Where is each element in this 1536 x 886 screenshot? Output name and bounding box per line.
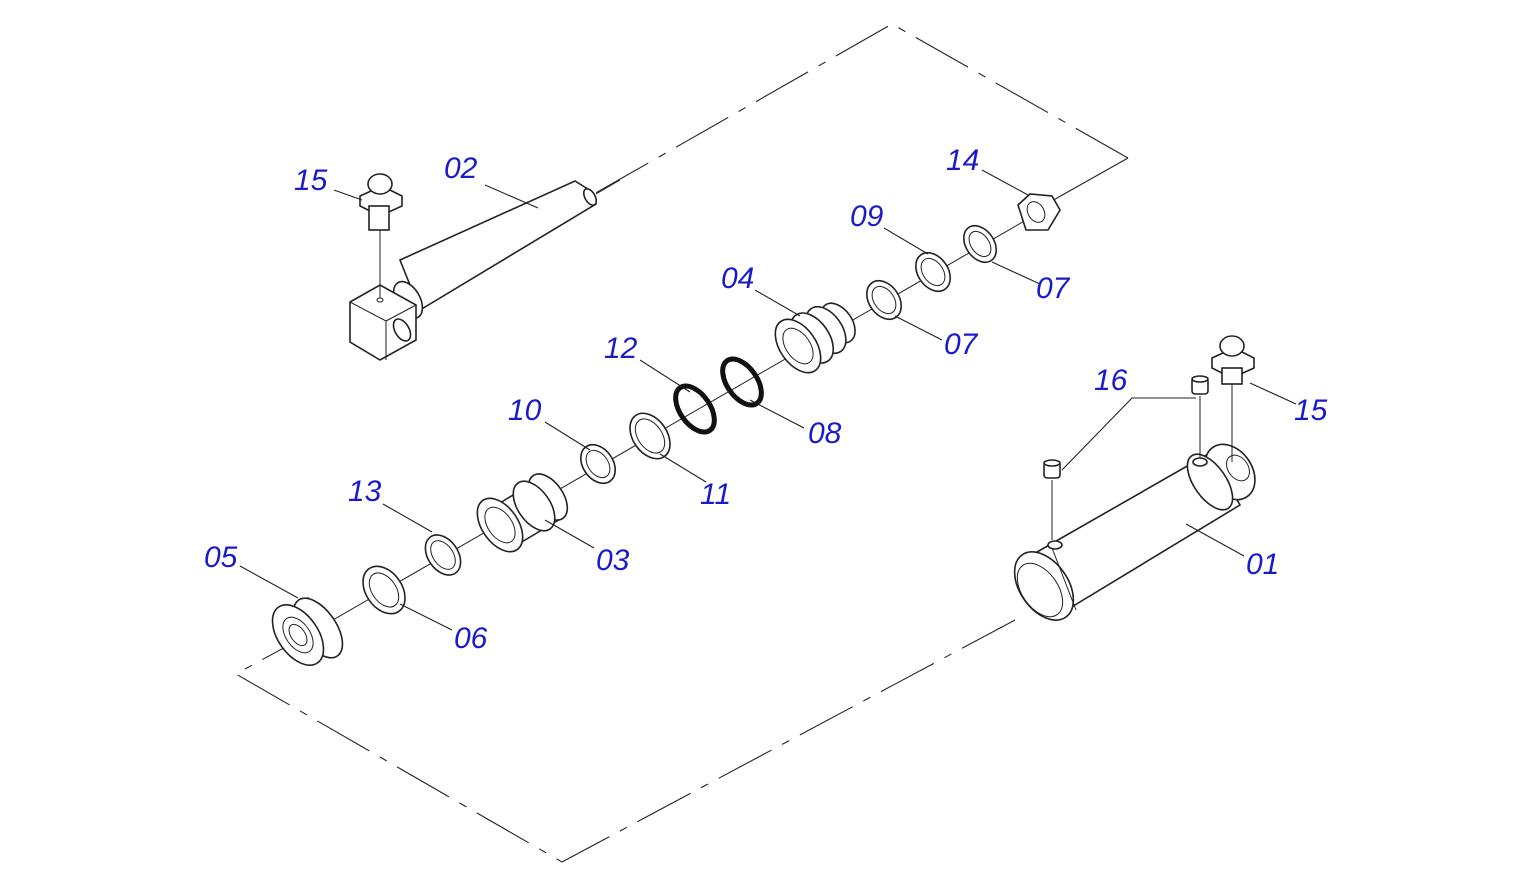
part-10-split-ring [579, 443, 617, 485]
part-04-piston [774, 302, 856, 374]
part-06-washer [362, 565, 406, 615]
label-08: 08 [808, 417, 842, 450]
part-labels: 02 15 14 09 07 04 07 12 16 15 10 08 11 1… [204, 144, 1328, 655]
label-14: 14 [946, 144, 979, 177]
part-07-washer-lower [865, 279, 903, 321]
label-15-left: 15 [294, 164, 328, 197]
part-15-grease-nipple-right [1211, 335, 1255, 462]
part-14-hex-nut [1017, 193, 1061, 231]
part-09-split-ring [914, 251, 952, 293]
label-04: 04 [721, 262, 754, 295]
label-07-lower: 07 [944, 328, 979, 361]
part-12-o-ring [673, 383, 717, 435]
part-01-cylinder-barrel [1013, 443, 1256, 621]
leader-lines [239, 169, 1297, 631]
label-06: 06 [454, 622, 488, 655]
part-15-grease-nipple-left [359, 173, 403, 298]
assembly-axis [299, 211, 1041, 640]
label-10: 10 [508, 394, 542, 427]
part-07-washer-upper [962, 224, 998, 264]
label-09: 09 [850, 200, 884, 233]
label-13: 13 [348, 475, 382, 508]
label-15-right: 15 [1294, 394, 1328, 427]
assembly-frame [234, 23, 1129, 863]
part-02-piston-rod [349, 179, 621, 361]
part-16-caps [1043, 375, 1209, 540]
part-08-o-ring [720, 356, 764, 408]
part-11-washer [629, 412, 671, 460]
label-16: 16 [1094, 364, 1128, 397]
part-03-guide [476, 473, 569, 553]
label-07-upper: 07 [1036, 272, 1071, 305]
part-05-end-cap [271, 596, 344, 666]
label-03: 03 [596, 544, 630, 577]
label-05: 05 [204, 541, 238, 574]
label-11: 11 [700, 478, 731, 511]
part-13-split-ring [424, 534, 462, 576]
label-01: 01 [1246, 548, 1279, 581]
label-02: 02 [444, 152, 478, 185]
label-12: 12 [604, 332, 638, 365]
